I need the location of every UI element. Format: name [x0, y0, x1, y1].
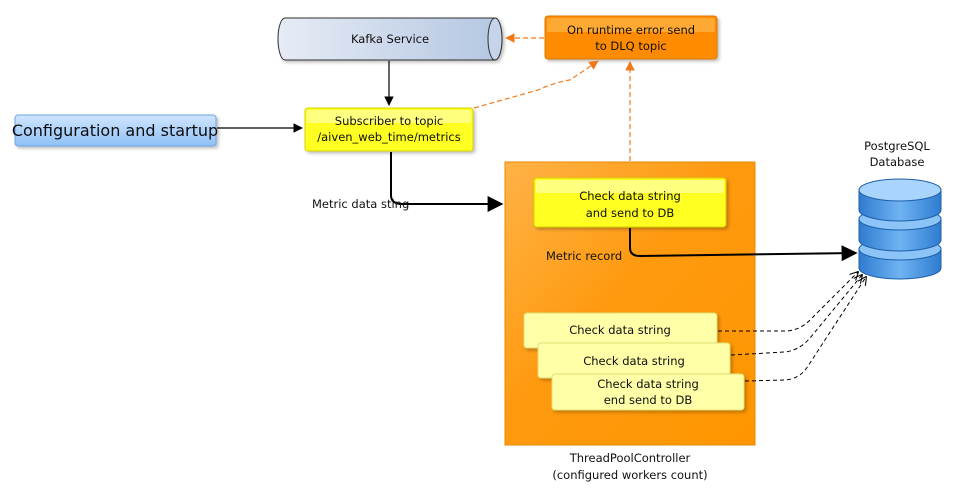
subscriber-label-line1: Subscriber to topic: [335, 114, 443, 128]
edge-metric-record-label: Metric record: [546, 249, 622, 263]
worker-c-label-line1: Check data string: [597, 377, 699, 391]
database-icon: PostgreSQL Database: [858, 139, 942, 280]
configuration-node: Configuration and startup: [12, 114, 218, 147]
kafka-service-node: Kafka Service: [277, 17, 503, 61]
edge-subscriber-to-pool: [390, 152, 504, 212]
edge-subscriber-to-dlq: [473, 60, 599, 109]
worker-main-label-line2: and send to DB: [586, 206, 675, 220]
db-label-line2: Database: [870, 155, 925, 169]
worker-main-label-line1: Check data string: [579, 189, 681, 203]
edge-worker-to-db: [629, 228, 858, 262]
worker-c-label-line2: end send to DB: [604, 393, 693, 407]
pool-label-line1: ThreadPoolController: [569, 451, 691, 465]
edge-metric-data-label: Metric data sting: [312, 197, 409, 211]
dlq-label-line2: to DLQ topic: [595, 39, 667, 53]
worker-b-node: Check data string: [537, 342, 731, 379]
worker-c-node: Check data string end send to DB: [551, 373, 745, 411]
worker-a-label: Check data string: [569, 323, 671, 337]
dlq-node: On runtime error send to DLQ topic: [544, 15, 718, 60]
kafka-service-label: Kafka Service: [351, 32, 429, 46]
pool-label-line2: (configured workers count): [552, 468, 707, 482]
worker-main-node: Check data string and send to DB: [533, 177, 727, 228]
subscriber-node: Subscriber to topic /aiven_web_time/metr…: [304, 107, 474, 152]
subscriber-label-line2: /aiven_web_time/metrics: [317, 130, 460, 144]
worker-a-node: Check data string: [523, 312, 718, 349]
dlq-label-line1: On runtime error send: [567, 23, 695, 37]
worker-b-label: Check data string: [583, 354, 685, 368]
configuration-label: Configuration and startup: [12, 121, 218, 140]
db-label-line1: PostgreSQL: [864, 139, 930, 153]
